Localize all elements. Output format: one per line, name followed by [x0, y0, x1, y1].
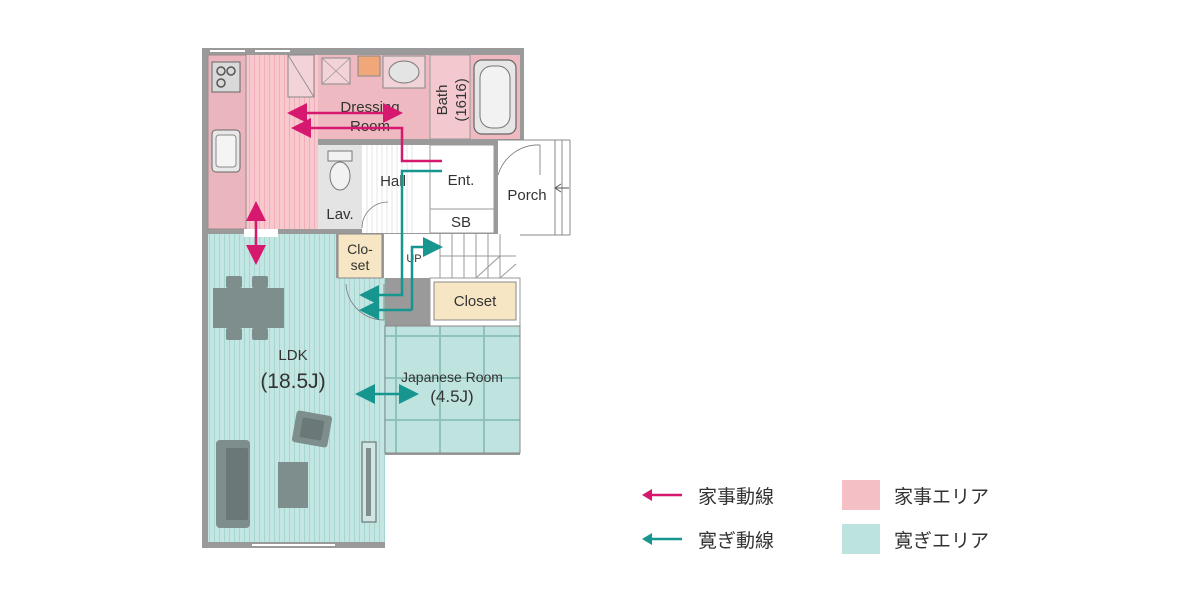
- armchair-icon: [291, 410, 333, 448]
- legend-relax-area-label: 寛ぎエリア: [894, 529, 990, 552]
- housework-route: [246, 103, 442, 265]
- legend-relax-area: 寛ぎエリア: [842, 522, 989, 556]
- legend-relax-route-label: 寛ぎ動線: [698, 529, 775, 552]
- porch-label: Porch: [507, 187, 546, 204]
- teal-swatch: [842, 524, 880, 554]
- shoe-box-label: SB: [451, 214, 471, 231]
- legend-housework-route: 家事動線: [640, 478, 774, 512]
- japanese-room-label-2: (4.5J): [430, 387, 473, 406]
- tv-stand-icon: [361, 441, 377, 523]
- teal-arrow-icon: [642, 533, 682, 545]
- cabinet: [357, 55, 381, 77]
- washbasin-icon: [382, 55, 426, 89]
- pink-arrow-icon: [642, 489, 682, 501]
- shoe-box: [429, 208, 495, 234]
- sink-icon: [211, 129, 241, 173]
- legend: 家事動線 寛ぎ動線 家事エリア 寛ぎエリア: [640, 478, 1060, 558]
- closet: [433, 281, 517, 321]
- ldk-label-1: LDK: [278, 347, 307, 364]
- stove-icon: [211, 61, 241, 93]
- dressing-room-label-2: Room: [350, 118, 390, 135]
- windows: [210, 50, 335, 546]
- legend-relax-route: 寛ぎ動線: [640, 522, 774, 556]
- bath-label-1: Bath: [434, 85, 451, 116]
- legend-housework-area-label: 家事エリア: [894, 485, 990, 508]
- hall-label: Hall: [380, 173, 406, 190]
- small-closet-label-2: set: [351, 257, 370, 273]
- legend-housework-area: 家事エリア: [842, 478, 989, 512]
- stairs-up-label: UP: [406, 253, 421, 265]
- sofa-icon: [216, 440, 250, 528]
- small-closet-label-1: Clo-: [347, 241, 373, 257]
- toilet-icon: [327, 150, 353, 191]
- bathtub-icon: [473, 59, 517, 135]
- relax-route: [355, 169, 443, 404]
- ldk-label-2: (18.5J): [260, 370, 325, 393]
- entrance: [429, 144, 495, 210]
- legend-housework-route-label: 家事動線: [698, 485, 775, 508]
- bath-label-2: (1616): [453, 78, 470, 121]
- japanese-room-label-1: Japanese Room: [401, 369, 503, 385]
- pink-swatch: [842, 480, 880, 510]
- entrance-label: Ent.: [448, 172, 475, 189]
- closet-label: Closet: [454, 293, 497, 310]
- coffee-table-icon: [278, 462, 308, 508]
- lavatory-label: Lav.: [326, 206, 353, 223]
- dining-table-icon: [213, 276, 284, 340]
- small-closet: [337, 233, 383, 279]
